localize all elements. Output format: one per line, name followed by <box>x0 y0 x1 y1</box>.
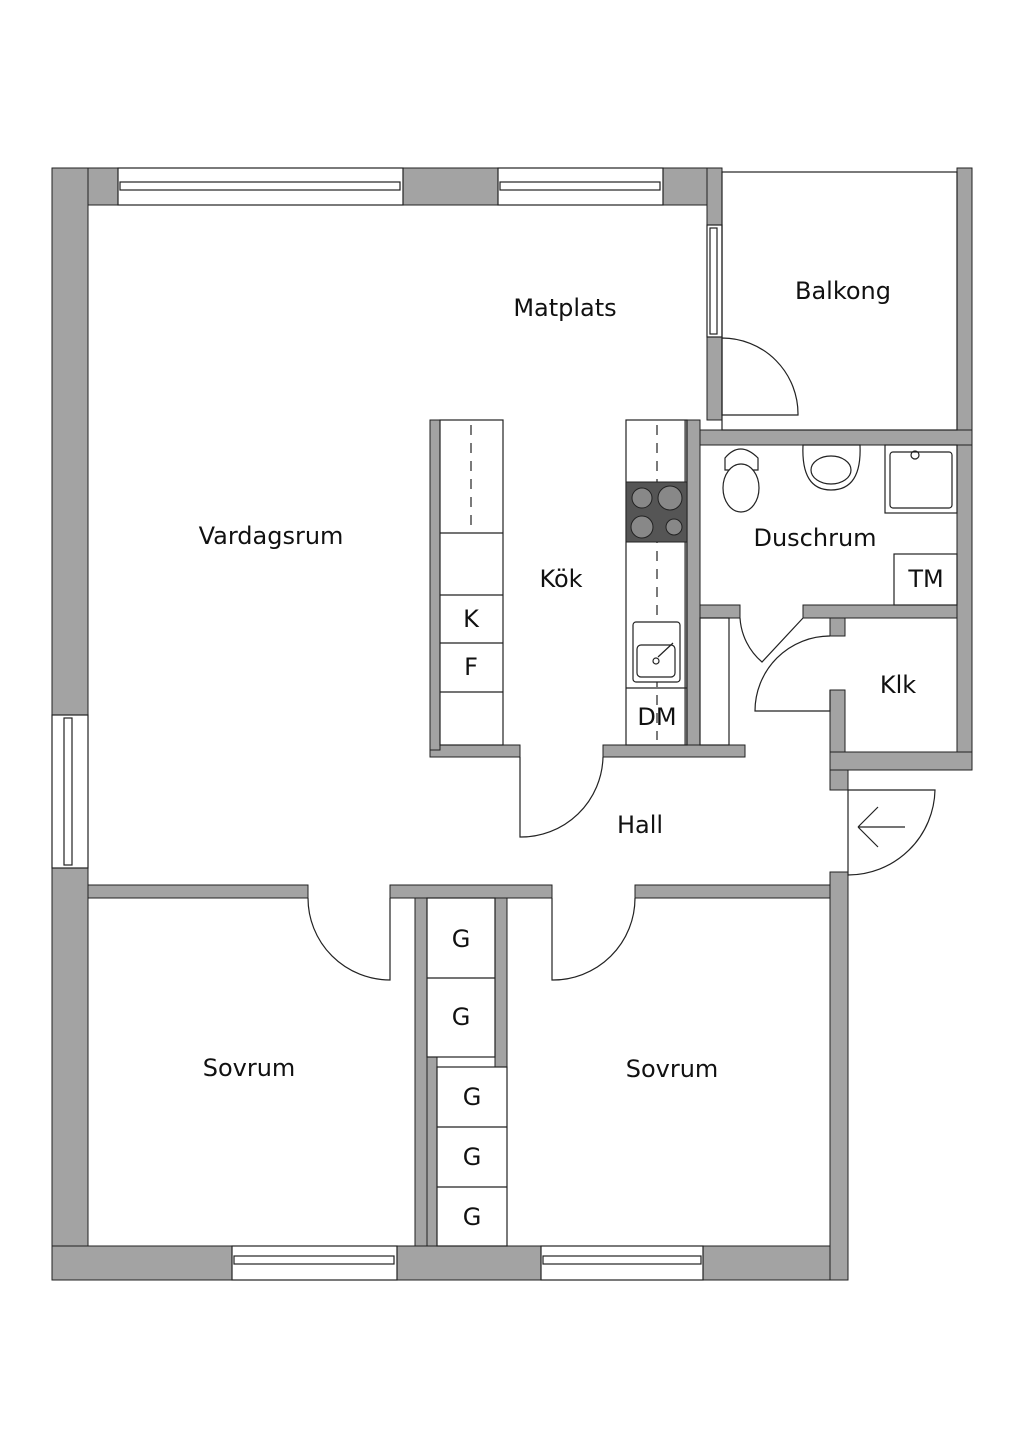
windows <box>51 167 723 1281</box>
toilet-icon <box>722 448 760 513</box>
entrance-arrow-icon <box>857 806 905 848</box>
closet-label-g: G <box>463 1203 482 1231</box>
shower-icon <box>884 444 958 514</box>
walls <box>51 167 973 1281</box>
closet-label-g: G <box>463 1083 482 1111</box>
fixture-label-dm: DM <box>637 703 676 731</box>
room-label-hall: Hall <box>617 811 663 839</box>
fixture-label-k: K <box>463 605 480 633</box>
room-label-matplats: Matplats <box>513 294 616 322</box>
fixture-label-tm: TM <box>907 565 943 593</box>
room-label-kok: Kök <box>539 565 582 593</box>
sink-icon <box>632 621 681 683</box>
closet-label-g: G <box>463 1143 482 1171</box>
closet-label-g: G <box>452 1003 471 1031</box>
washbasin-icon <box>802 444 861 491</box>
bathroom-fixtures <box>722 444 958 606</box>
doors <box>307 337 936 981</box>
kitchen-cabinets <box>439 419 730 746</box>
balcony-outline <box>721 171 958 431</box>
room-label-klk: Klk <box>880 671 916 699</box>
closets <box>426 897 508 1247</box>
closet-label-g: G <box>452 925 471 953</box>
room-label-sovrum-right: Sovrum <box>626 1055 719 1083</box>
room-label-vardagsrum: Vardagsrum <box>199 522 344 550</box>
room-label-balkong: Balkong <box>795 277 891 305</box>
room-label-duschrum: Duschrum <box>753 524 876 552</box>
room-label-sovrum-left: Sovrum <box>203 1054 296 1082</box>
fixture-label-f: F <box>464 653 478 681</box>
